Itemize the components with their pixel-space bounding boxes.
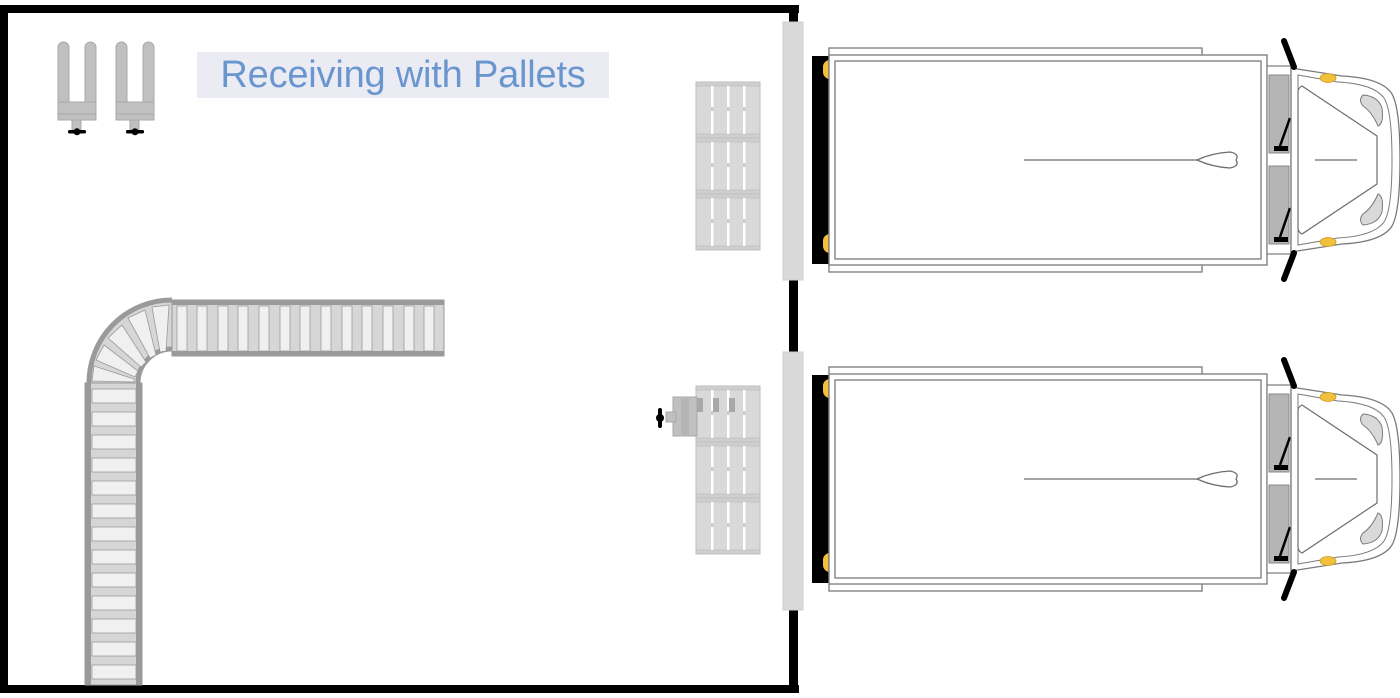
pallet-jack-icon [115, 41, 155, 136]
pallet-icon [695, 81, 761, 139]
pallet-jack-icon [57, 41, 97, 136]
pallet-icon [695, 441, 761, 499]
pallet-icon [695, 193, 761, 251]
warehouse-walls [0, 5, 799, 693]
truck-dock-1-icon [812, 41, 1400, 279]
roller-conveyor [84, 297, 445, 686]
diagram-title-box: Receiving with Pallets [197, 52, 609, 98]
dock-plate-1 [782, 21, 804, 281]
pallet-stack-dock-1 [695, 81, 761, 251]
diagram-title: Receiving with Pallets [220, 54, 586, 96]
pallet-icon [695, 497, 761, 555]
truck-dock-2-icon [812, 360, 1400, 598]
pallet-stack-dock-2 [695, 385, 761, 555]
pallet-jack-in-use-icon [656, 396, 735, 437]
dock-plate-2 [782, 351, 804, 611]
pallet-icon [695, 137, 761, 195]
pallet-icon [695, 385, 761, 443]
